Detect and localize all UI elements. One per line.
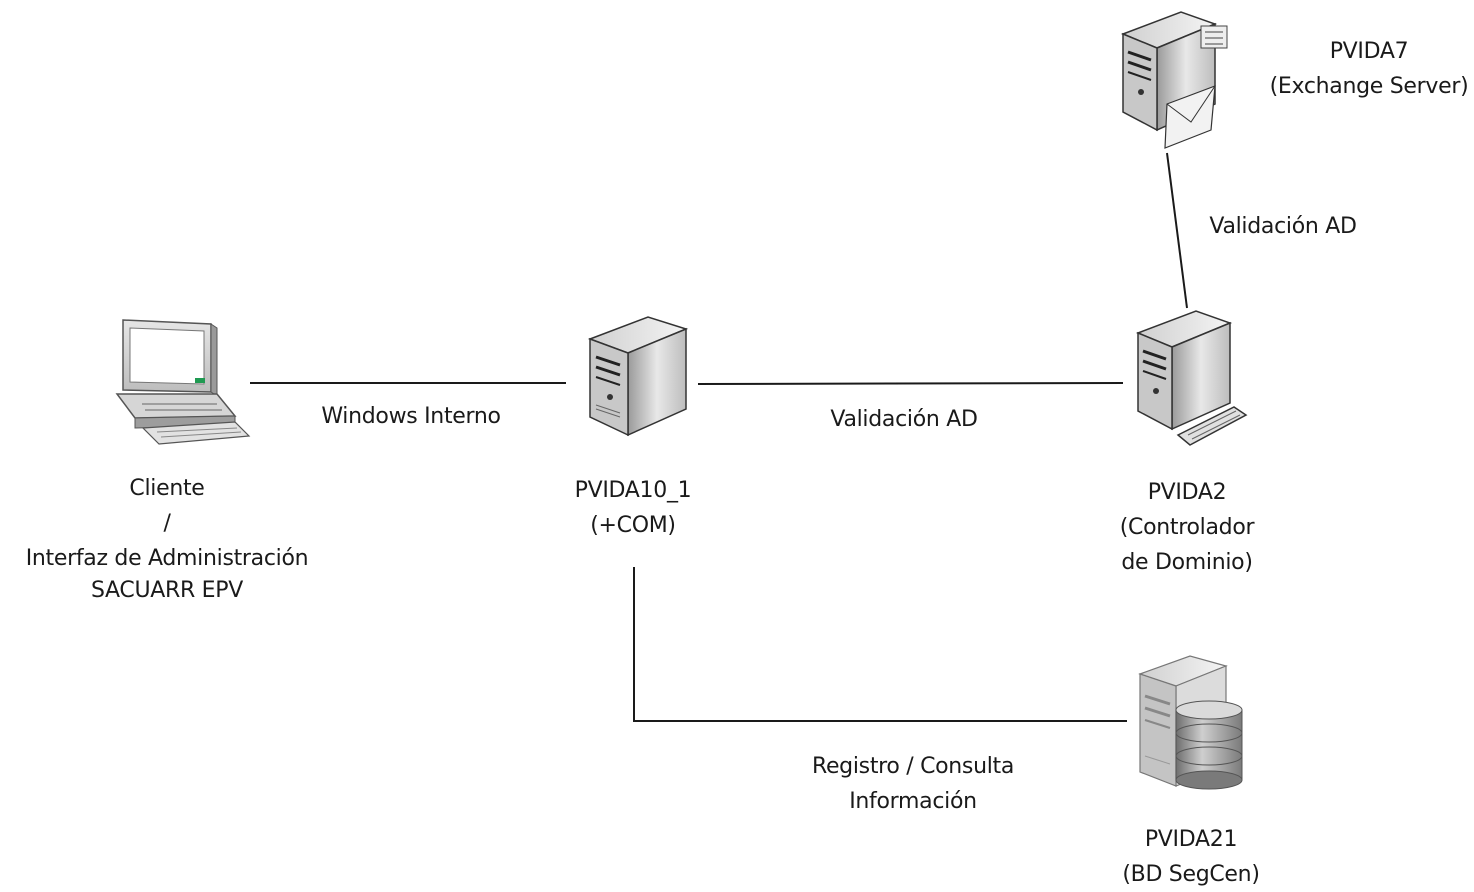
connection-label-validacion-ad-pvida7: Validación AD — [1209, 214, 1357, 239]
pvida21-label-line-1: PVIDA21 — [1144, 827, 1238, 852]
node-label-pvida21: PVIDA21 (BD SegCen) — [1122, 822, 1260, 892]
connection-label-windows-interno: Windows Interno — [321, 404, 501, 429]
pvida2-label-line-3: de Dominio) — [1121, 550, 1253, 575]
pvida7-label-line-1: PVIDA7 — [1329, 39, 1409, 64]
cliente-label-line-3: Interfaz de Administración — [25, 546, 309, 571]
database-server-icon — [1138, 655, 1243, 790]
mail-server-icon — [1120, 11, 1228, 149]
server-icon — [587, 316, 689, 437]
connection-label-registro-consulta: Registro / Consulta Información — [812, 749, 1014, 819]
domain-controller-server-icon — [1135, 310, 1248, 446]
registro-label-line-2: Información — [849, 789, 977, 814]
pvida7-label-line-2: (Exchange Server) — [1269, 74, 1469, 99]
line-pvida2-pvida7 — [1166, 152, 1188, 309]
cliente-label-line-4: SACUARR EPV — [90, 578, 244, 603]
database-cylinder — [1175, 700, 1243, 790]
line-pvida10-pvida21 — [633, 567, 1127, 722]
cliente-label-line-1: Cliente — [129, 476, 205, 501]
connection-label-validacion-ad-pvida2: Validación AD — [830, 407, 978, 432]
pvida10-label-line-2: (+COM) — [590, 513, 676, 538]
pvida2-label-line-2: (Controlador — [1119, 515, 1255, 540]
pvida10-label-line-1: PVIDA10_1 — [574, 478, 692, 503]
pvida2-label-line-1: PVIDA2 — [1147, 480, 1227, 505]
registro-label-line-1: Registro / Consulta — [811, 754, 1015, 779]
pvida21-label-line-2: (BD SegCen) — [1122, 862, 1260, 887]
cliente-label-line-2: / — [163, 511, 171, 536]
node-label-pvida7: PVIDA7 (Exchange Server) — [1270, 34, 1469, 104]
node-label-pvida10: PVIDA10_1 (+COM) — [575, 473, 692, 543]
desktop-computer-icon — [115, 319, 251, 445]
line-pvida10-pvida2 — [697, 382, 1124, 385]
node-label-cliente: Cliente / Interfaz de Administración SAC… — [26, 471, 309, 608]
connection-lines — [250, 152, 1188, 722]
node-label-pvida2: PVIDA2 (Controlador de Dominio) — [1119, 475, 1255, 580]
